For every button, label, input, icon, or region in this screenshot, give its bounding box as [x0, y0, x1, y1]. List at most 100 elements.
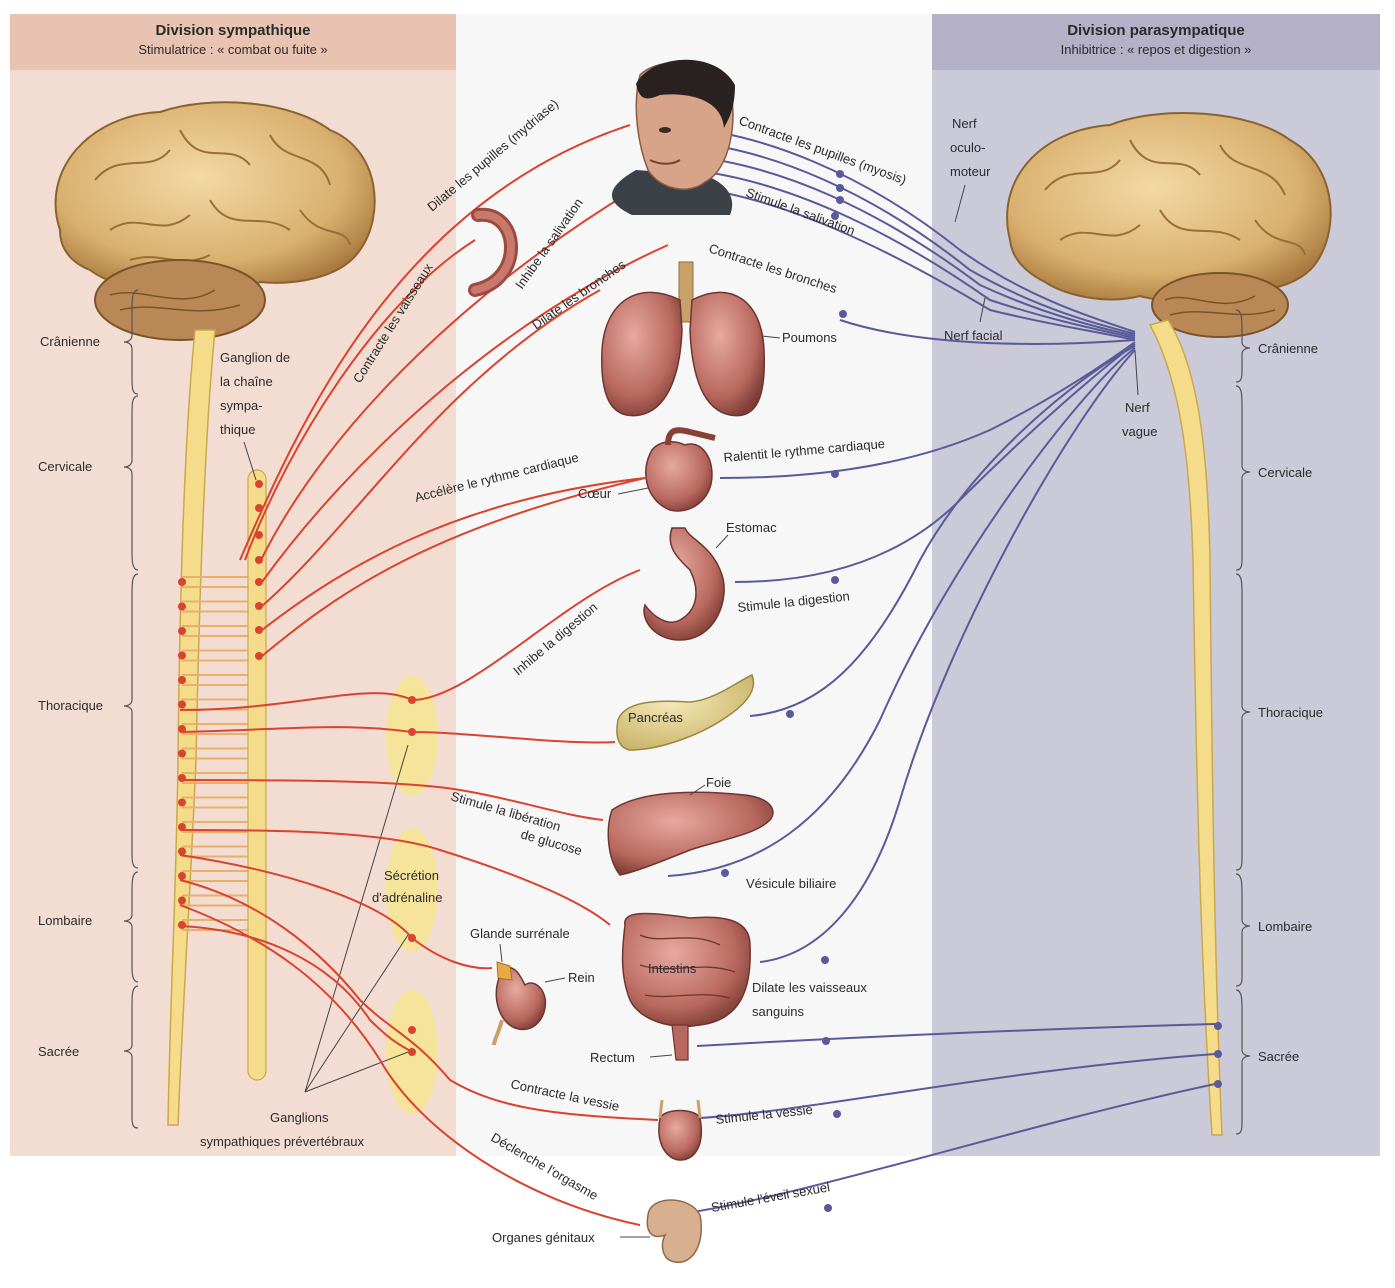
adrenaline-label-line2: d'adrénaline	[372, 890, 442, 905]
intestines-illustration	[623, 914, 751, 1060]
preganglionic-dot	[178, 774, 186, 782]
preganglionic-dot	[178, 652, 186, 660]
right-region-labels: Crânienne Cervicale Thoracique Lombaire …	[1258, 341, 1323, 1064]
heart-label: Cœur	[578, 486, 612, 501]
effect-stimulate-digestion: Stimule la digestion	[737, 588, 851, 615]
intestines-label: Intestins	[648, 961, 697, 976]
region-label-cervical-left: Cervicale	[38, 459, 92, 474]
parasympathetic-ganglion-dot	[721, 869, 729, 877]
rectum-label: Rectum	[590, 1050, 635, 1065]
left-region-labels: Crânienne Cervicale Thoracique Lombaire …	[38, 334, 103, 1059]
effect-stimulate-arousal: Stimule l'éveil sexuel	[710, 1179, 831, 1215]
parasympathetic-ganglion-dot	[833, 1110, 841, 1118]
preganglionic-dot	[178, 676, 186, 684]
region-label-sacral-right: Sacrée	[1258, 1049, 1299, 1064]
chain-ganglion-dot	[255, 480, 263, 488]
chain-ganglion-label-line1: Ganglion de	[220, 350, 290, 365]
chain-ganglion-dot	[255, 504, 263, 512]
parasympathetic-ganglion-dot	[786, 710, 794, 718]
preganglionic-dot	[178, 872, 186, 880]
chain-ganglion-label-line4: thique	[220, 422, 255, 437]
prevertebral-ganglion-dot	[408, 696, 416, 704]
liver-label: Foie	[706, 775, 731, 790]
sympathetic-ganglia	[178, 480, 416, 1056]
oculomotor-label-line2: oculo-	[950, 140, 985, 155]
adrenal-gland-label: Glande surrénale	[470, 926, 570, 941]
parasympathetic-ganglion-dot	[836, 184, 844, 192]
blood-vessel-illustration	[475, 215, 511, 290]
left-region-braces	[124, 290, 138, 1128]
parasympathetic-ganglion-dot	[831, 470, 839, 478]
oculomotor-label-line1: Nerf	[952, 116, 977, 131]
right-region-braces	[1236, 310, 1250, 1134]
prevertebral-ganglion-dot	[408, 934, 416, 942]
chain-ganglion-label-line2: la chaîne	[220, 374, 273, 389]
preganglionic-dot	[178, 799, 186, 807]
pancreas-label: Pancréas	[628, 710, 683, 725]
parasympathetic-ganglion-dot	[1214, 1022, 1222, 1030]
gallbladder-label: Vésicule biliaire	[746, 876, 836, 891]
effect-accelerate-heart: Accélère le rythme cardiaque	[413, 450, 580, 505]
chain-ganglion-dot	[255, 578, 263, 586]
parasympathetic-effect-labels: Contracte les pupilles (myosis) Stimule …	[707, 113, 908, 1215]
stomach-illustration	[644, 528, 724, 640]
liver-illustration	[608, 792, 773, 875]
preganglionic-dot	[178, 627, 186, 635]
chain-ganglion-dot	[255, 531, 263, 539]
prevertebral-ganglion-dot	[408, 1048, 416, 1056]
chain-ganglion-dot	[255, 626, 263, 634]
vagus-label-line2: vague	[1122, 424, 1157, 439]
chain-ganglion-dot	[255, 602, 263, 610]
parasympathetic-ganglion-dot	[821, 956, 829, 964]
effect-dilate-vessels-line2: sanguins	[752, 1004, 805, 1019]
region-label-cranial-left: Crânienne	[40, 334, 100, 349]
region-label-cervical-right: Cervicale	[1258, 465, 1312, 480]
parasympathetic-ganglia	[721, 170, 1222, 1212]
effect-dilate-vessels-line1: Dilate les vaisseaux	[752, 980, 867, 995]
effect-contract-vessels: Contracte les vaisseaux	[350, 260, 436, 385]
preganglionic-dot	[178, 921, 186, 929]
prevertebral-label-line2: sympathiques prévertébraux	[200, 1134, 365, 1149]
prevertebral-label-line1: Ganglions	[270, 1110, 329, 1125]
parasympathetic-ganglion-dot	[824, 1204, 832, 1212]
region-label-thoracic-left: Thoracique	[38, 698, 103, 713]
preganglionic-dot	[178, 897, 186, 905]
region-label-sacral-left: Sacrée	[38, 1044, 79, 1059]
genitals-label: Organes génitaux	[492, 1230, 595, 1245]
prevertebral-ganglion-dot	[408, 728, 416, 736]
left-brain	[56, 102, 375, 340]
effect-glucose-line1: Stimule la libération	[449, 788, 562, 834]
kidney-label: Rein	[568, 970, 595, 985]
effect-inhibit-digestion: Inhibe la digestion	[510, 599, 600, 678]
kidney-illustration	[494, 962, 545, 1045]
chain-ganglion-label: Ganglion de la chaîne sympa- thique	[220, 350, 290, 480]
effect-orgasm: Déclenche l'orgasme	[489, 1130, 601, 1203]
preganglionic-dot	[178, 848, 186, 856]
effect-slow-heart: Ralentit le rythme cardiaque	[723, 436, 886, 465]
oculomotor-label-line3: moteur	[950, 164, 991, 179]
effect-stimulate-bladder: Stimule la vessie	[715, 1102, 814, 1127]
prevertebral-ganglion-dot	[408, 1026, 416, 1034]
parasympathetic-ganglion-dot	[1214, 1050, 1222, 1058]
parasympathetic-ganglion-dot	[1214, 1080, 1222, 1088]
preganglionic-dot	[178, 750, 186, 758]
preganglionic-dot	[178, 578, 186, 586]
genitals-illustration	[647, 1200, 701, 1262]
region-label-lumbar-right: Lombaire	[1258, 919, 1312, 934]
preganglionic-dot	[178, 603, 186, 611]
preganglionic-dot	[178, 725, 186, 733]
region-label-thoracic-right: Thoracique	[1258, 705, 1323, 720]
effect-inhibit-salivation: Inhibe la salivation	[512, 195, 586, 291]
effect-contract-bronchi: Contracte les bronches	[707, 241, 839, 297]
right-spinal-cord	[1150, 320, 1222, 1135]
effect-contract-pupils: Contracte les pupilles (myosis)	[737, 113, 908, 188]
vagus-label-line1: Nerf	[1125, 400, 1150, 415]
lungs-illustration	[602, 262, 765, 416]
effect-stimulate-salivation: Stimule la salivation	[744, 185, 857, 238]
parasympathetic-ganglion-dot	[822, 1037, 830, 1045]
preganglionic-dot	[178, 823, 186, 831]
stomach-label: Estomac	[726, 520, 777, 535]
preganglionic-dot	[178, 701, 186, 709]
prevertebral-label: Ganglions sympathiques prévertébraux	[200, 745, 408, 1149]
